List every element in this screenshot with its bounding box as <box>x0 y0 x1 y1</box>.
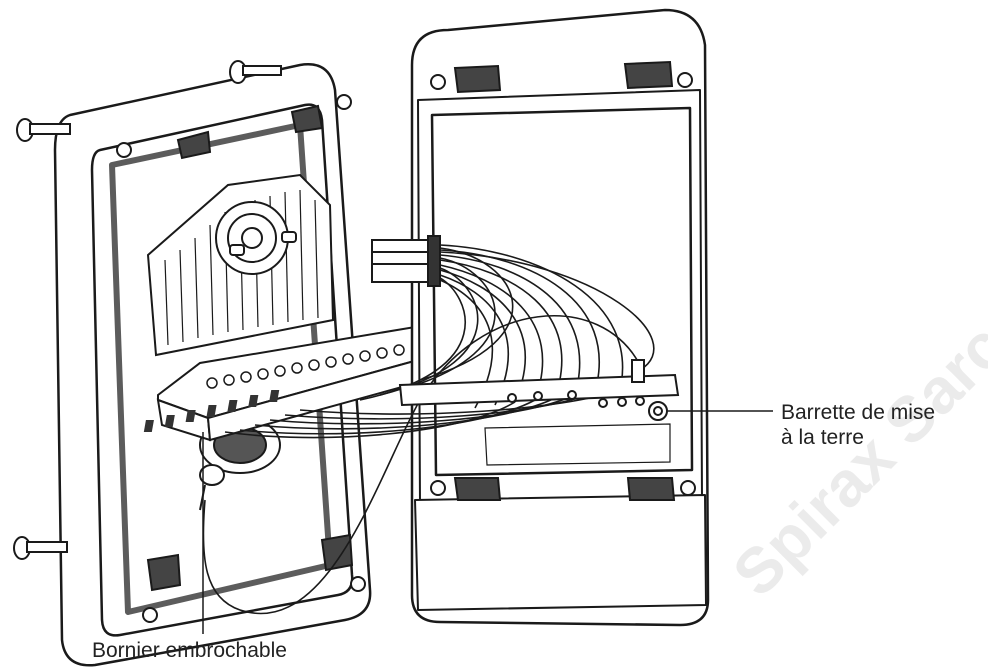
label-barrette-line1: Barrette de mise <box>781 401 936 424</box>
enclosure-box <box>410 8 710 627</box>
lid-corner-holes <box>116 94 366 623</box>
box-cable-entry <box>371 235 441 287</box>
terminal-block <box>143 325 422 442</box>
terminal-screws <box>206 344 405 389</box>
ground-bar <box>398 359 680 466</box>
box-corner-holes <box>430 60 696 501</box>
mounting-plate <box>146 173 335 357</box>
terminal-slots <box>143 390 280 432</box>
lid-screw-bottom-left <box>13 536 68 560</box>
label-barrette-line2: à la terre <box>781 426 864 449</box>
lid-screws <box>13 60 282 560</box>
lid-screw-top-right <box>229 60 282 84</box>
label-barrette: Barrette de mise à la terre <box>781 400 935 450</box>
label-bornier: Bornier embrochable <box>92 639 287 662</box>
lid-screw-top-left <box>16 118 71 142</box>
leader-lines <box>202 410 773 634</box>
